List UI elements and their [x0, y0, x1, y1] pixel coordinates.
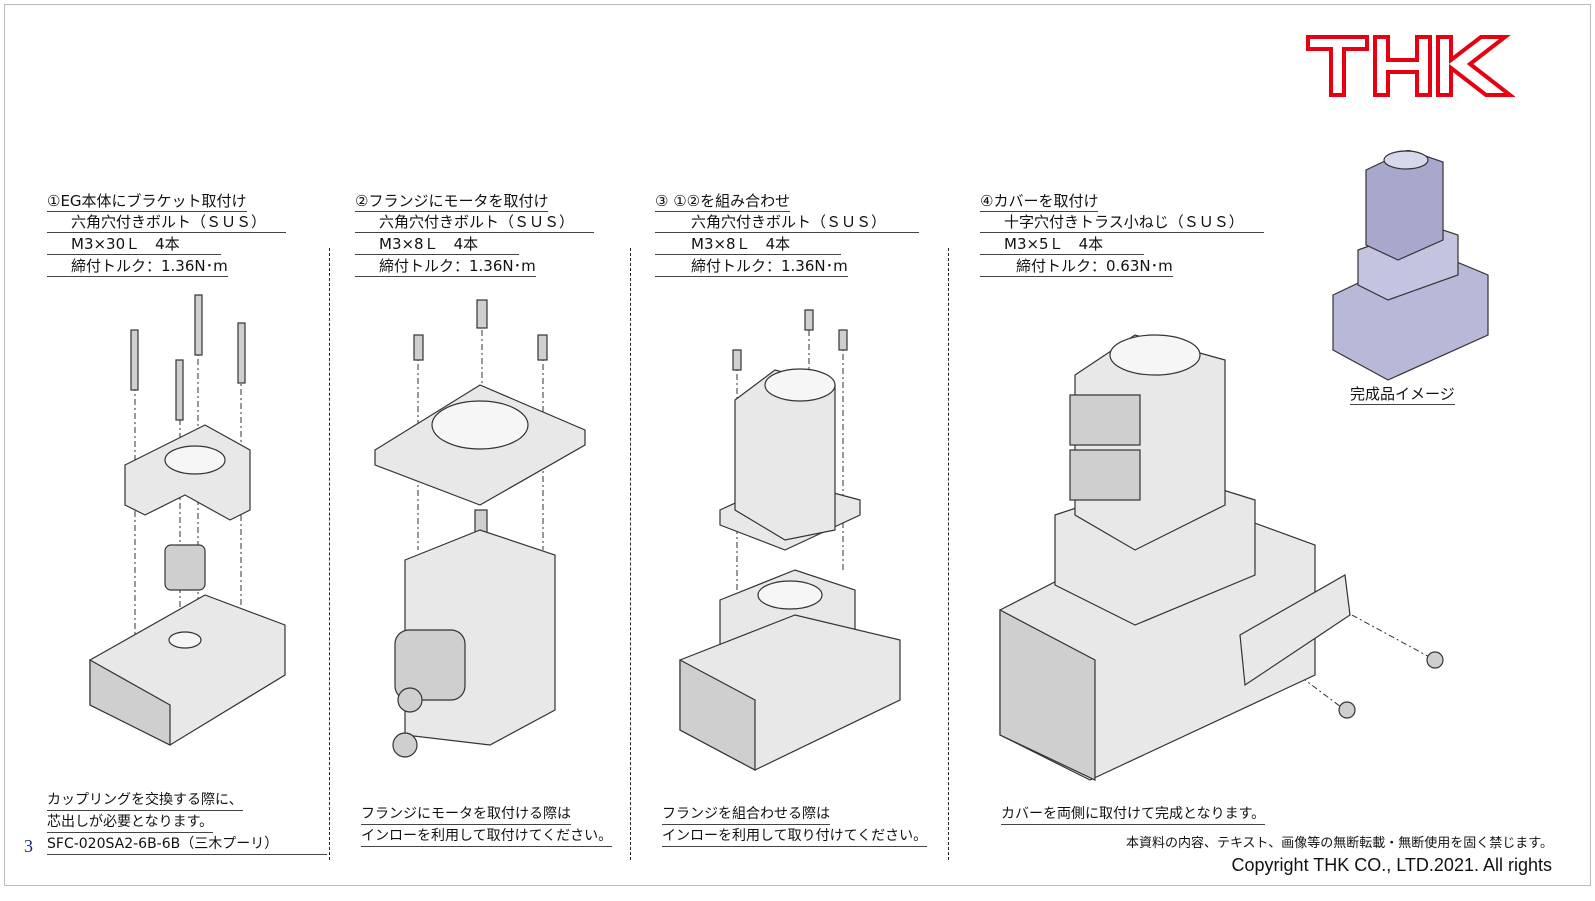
step-2-drawing [374, 299, 586, 758]
copyright-notice: 本資料の内容、テキスト、画像等の無断転載・無断使用を固く禁じます。 [1125, 836, 1553, 851]
torque: 締付トルク：0.63N･m [980, 256, 1173, 277]
step-title: ④カバーを取付け [980, 192, 1099, 212]
step-4-drawing [999, 334, 1444, 781]
bolt-type: 十字穴付きトラス小ねじ（ＳＵＳ） [980, 212, 1264, 233]
torque: 締付トルク：1.36N･m [47, 256, 228, 277]
bolt-type: 六角穴付きボルト（ＳＵＳ） [655, 212, 919, 233]
note-line: フランジにモータを取付ける際は [361, 804, 571, 825]
note-line: カップリングを交換する際に、 [47, 790, 243, 811]
divider [630, 248, 631, 860]
note-line: フランジを組合わせる際は [662, 804, 830, 825]
torque: 締付トルク：1.36N･m [355, 256, 536, 277]
note-line: カバーを両側に取付けて完成となります。 [1001, 804, 1266, 825]
finished-product-label: 完成品イメージ [1350, 385, 1455, 405]
slide-frame [4, 4, 1591, 886]
note-line: インローを利用して取り付けてください。 [662, 826, 928, 847]
bolt-size: M3×5Ｌ 4本 [980, 234, 1144, 255]
step-title: ②フランジにモータを取付け [355, 192, 549, 212]
divider [948, 248, 949, 860]
bolt-size: M3×8Ｌ 4本 [655, 234, 841, 255]
finished-product-image [1332, 150, 1489, 381]
step-1-drawing [89, 294, 286, 746]
step-title: ③ ①②を組み合わせ [655, 192, 791, 212]
step-title: ①EG本体にブラケット取付け [47, 192, 247, 212]
copyright: Copyright THK CO., LTD.2021. All rights [1231, 855, 1552, 875]
page-number: 3 [24, 836, 33, 856]
note-line: インローを利用して取付けてください。 [361, 826, 613, 847]
step-3-drawing [679, 309, 901, 771]
bolt-type: 六角穴付きボルト（ＳＵＳ） [355, 212, 594, 233]
coupling-model: SFC-020SA2-6B-6B（三木プーリ） [47, 834, 327, 855]
divider [329, 248, 330, 860]
bolt-type: 六角穴付きボルト（ＳＵＳ） [47, 212, 286, 233]
torque: 締付トルク：1.36N･m [655, 256, 848, 277]
thk-logo [1306, 35, 1515, 97]
bolt-size: M3×8Ｌ 4本 [355, 234, 519, 255]
bolt-size: M3×30Ｌ 4本 [47, 234, 221, 255]
note-line: 芯出しが必要となります。 [47, 812, 214, 833]
